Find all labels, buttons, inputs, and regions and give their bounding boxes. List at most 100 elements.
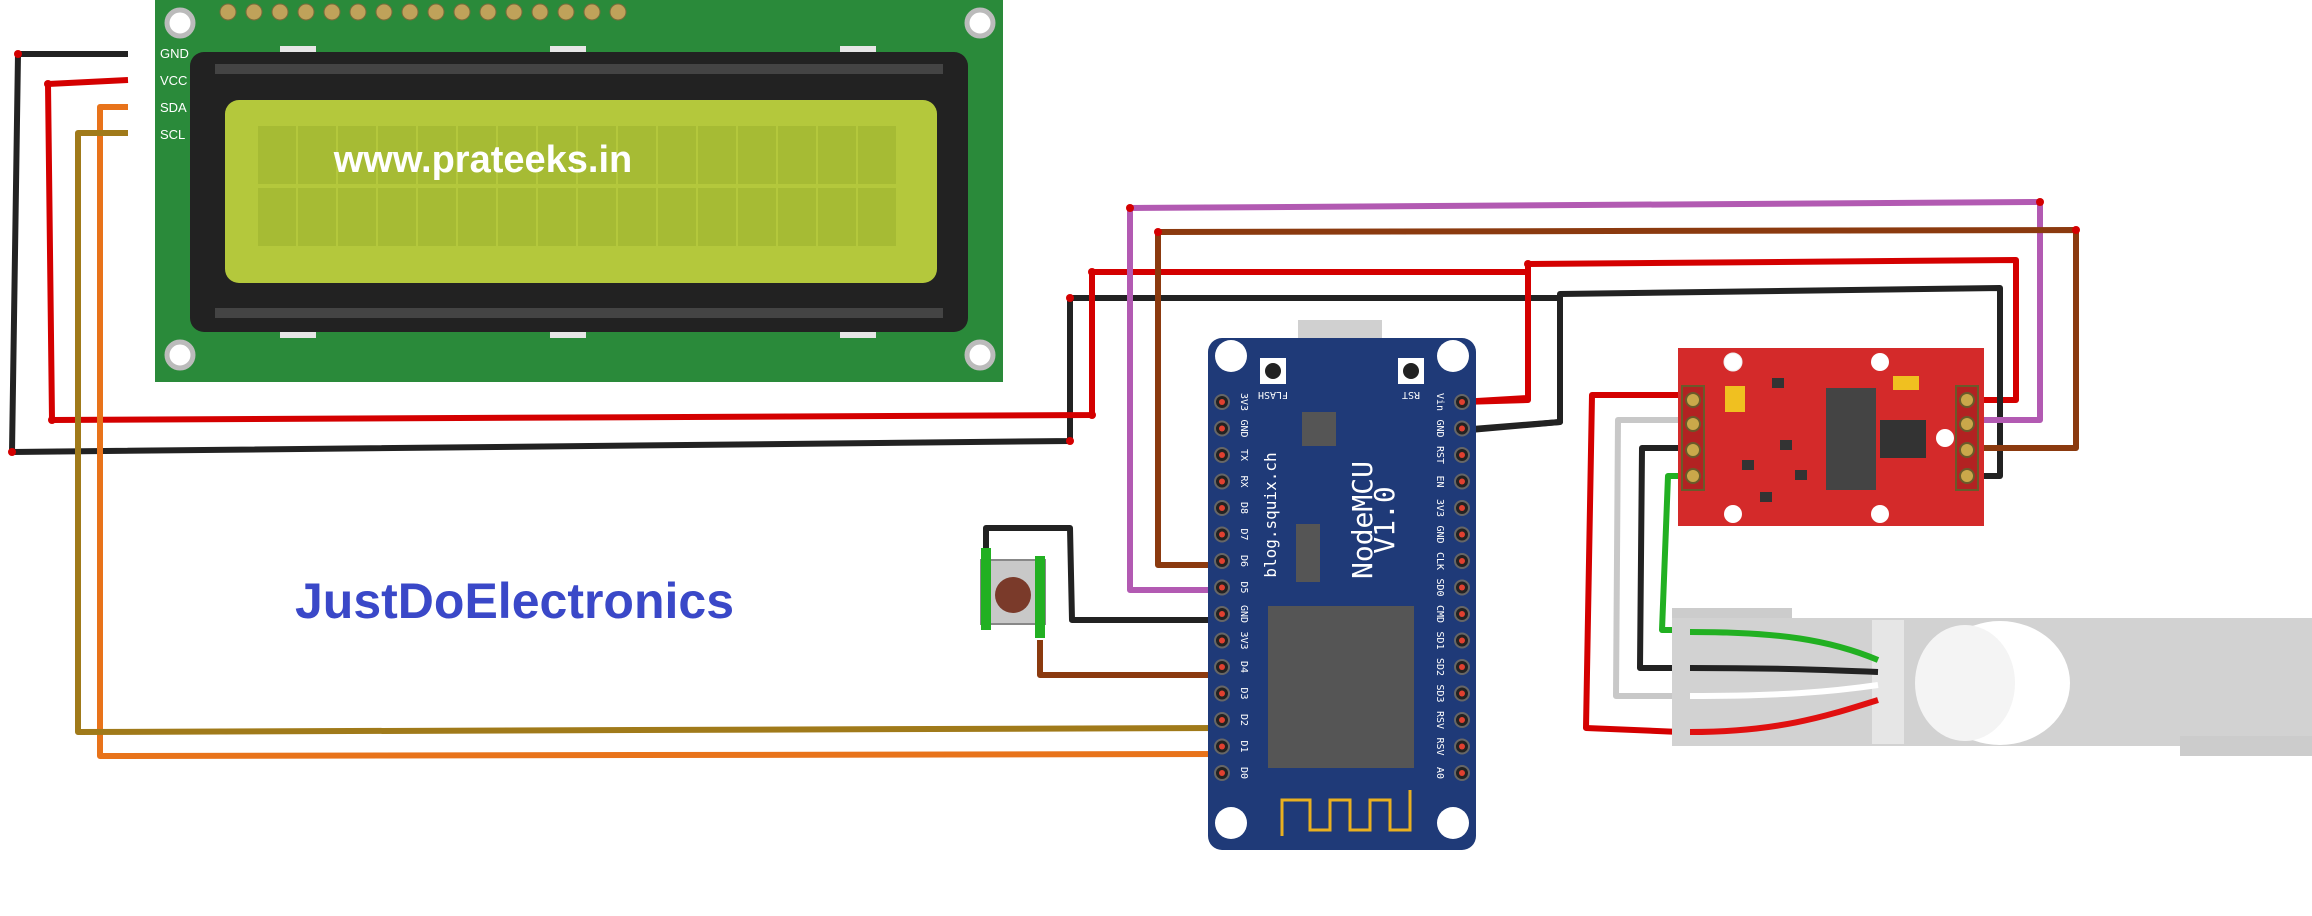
lcd-cell	[378, 126, 416, 184]
pin-dot	[1219, 743, 1225, 750]
pin-dot	[1219, 770, 1225, 776]
pin-dot	[1459, 717, 1465, 723]
pin-label: GND	[1238, 605, 1249, 623]
pin-dot	[1459, 690, 1465, 697]
wire-button-gnd	[983, 525, 1222, 623]
lcd-character-grid	[258, 126, 896, 246]
lcd-cell	[378, 188, 416, 246]
lcd-cell	[498, 126, 536, 184]
lcd-display-text: www.prateeks.in	[333, 139, 632, 181]
lcd-cell	[418, 188, 456, 246]
pin-label: D0	[1238, 767, 1249, 779]
lcd-pin-vcc: VCC	[160, 73, 187, 88]
pin-label: SD1	[1434, 631, 1445, 649]
wire-lcd-sda	[97, 104, 1221, 759]
lcd-cell	[618, 126, 656, 184]
wires	[9, 51, 2079, 759]
pin-label: CLK	[1434, 552, 1445, 570]
load-cell	[1672, 608, 2312, 756]
lcd-pin-sda: SDA	[160, 100, 187, 115]
lcd-cell	[858, 188, 896, 246]
wire-vin-red	[1461, 257, 2019, 405]
lcd-cell	[738, 126, 776, 184]
pin-dot	[1459, 637, 1465, 644]
lcd-top-header	[219, 3, 627, 21]
lcd-module: www.prateeks.in GND VCC SDA SCL	[155, 0, 1003, 382]
pin-label: SD0	[1434, 578, 1445, 596]
pin-dot	[1459, 425, 1465, 432]
pin-dot	[1459, 558, 1465, 564]
pin-label: SD3	[1434, 684, 1445, 702]
pin-label: RST	[1434, 446, 1445, 464]
lcd-mount-holes	[164, 7, 996, 371]
lcd-pin-scl: SCL	[160, 127, 185, 142]
pin-dot	[1459, 399, 1465, 405]
lcd-cell	[658, 126, 696, 184]
brand-text: JustDoElectronics	[295, 573, 734, 629]
pin-label: D8	[1238, 502, 1249, 514]
rst-label: RST	[1402, 389, 1420, 400]
pin-dot	[1219, 611, 1225, 617]
esp-shield	[1268, 606, 1414, 768]
wire-loadcell-black	[1637, 445, 1690, 671]
pin-dot	[1219, 505, 1225, 511]
lcd-cell	[618, 188, 656, 246]
lcd-cell	[418, 126, 456, 184]
pin-label: Vin	[1434, 393, 1445, 411]
lcd-cell	[538, 126, 576, 184]
lcd-cell	[578, 188, 616, 246]
pin-label: D6	[1238, 555, 1249, 567]
pin-dot	[1219, 664, 1225, 670]
flash-button[interactable]	[1265, 363, 1281, 379]
pin-dot	[1219, 584, 1225, 591]
pin-dot	[1219, 637, 1225, 644]
lcd-cell	[778, 126, 816, 184]
nodemcu-title: NodeMCU	[1346, 461, 1379, 579]
pin-dot	[1219, 478, 1225, 485]
pin-label: 3V3	[1238, 631, 1249, 649]
wire-lcd-scl	[75, 130, 1221, 735]
pin-dot	[1219, 717, 1225, 723]
lcd-cell	[498, 188, 536, 246]
pin-label: TX	[1238, 449, 1249, 461]
pin-dot	[1459, 505, 1465, 511]
wire-button-d4	[1037, 640, 1222, 678]
pin-dot	[1459, 478, 1465, 485]
lcd-cell	[338, 126, 376, 184]
pin-dot	[1459, 531, 1465, 538]
pin-dot	[1219, 531, 1225, 538]
wire-d5-purple	[1127, 199, 2043, 593]
pin-label: D4	[1238, 661, 1249, 673]
pin-label: RSV	[1434, 711, 1445, 729]
pin-label: RSV	[1434, 737, 1445, 755]
pin-label: CMD	[1434, 605, 1445, 623]
pin-label: SD2	[1434, 658, 1445, 676]
pin-label: 3V3	[1434, 499, 1445, 517]
rst-button[interactable]	[1403, 363, 1419, 379]
pin-label: D5	[1238, 581, 1249, 593]
push-button-cap	[995, 577, 1031, 613]
wire-endpoints	[8, 50, 2080, 456]
pin-label: D7	[1238, 528, 1249, 540]
push-button[interactable]	[980, 548, 1046, 638]
hx711-chip	[1826, 388, 1876, 490]
pin-label: A0	[1434, 767, 1445, 779]
hx711-module	[1678, 348, 1984, 526]
lcd-cell	[778, 188, 816, 246]
pin-label: EN	[1434, 475, 1445, 487]
lcd-cell	[258, 188, 296, 246]
pin-dot	[1459, 452, 1465, 458]
pin-dot	[1459, 664, 1465, 670]
nodemcu-board: FLASH RST NodeMCU V1.0 blog.squix.ch 3V3…	[1208, 320, 1476, 850]
pin-dot	[1219, 425, 1225, 432]
pin-label: GND	[1434, 419, 1445, 437]
lcd-cell	[538, 188, 576, 246]
wire-d6-brown	[1155, 227, 2079, 568]
lcd-cell	[458, 126, 496, 184]
lcd-cell	[298, 126, 336, 184]
pin-label: D1	[1238, 740, 1249, 752]
pin-dot	[1219, 452, 1225, 458]
pin-label: RX	[1238, 475, 1249, 487]
